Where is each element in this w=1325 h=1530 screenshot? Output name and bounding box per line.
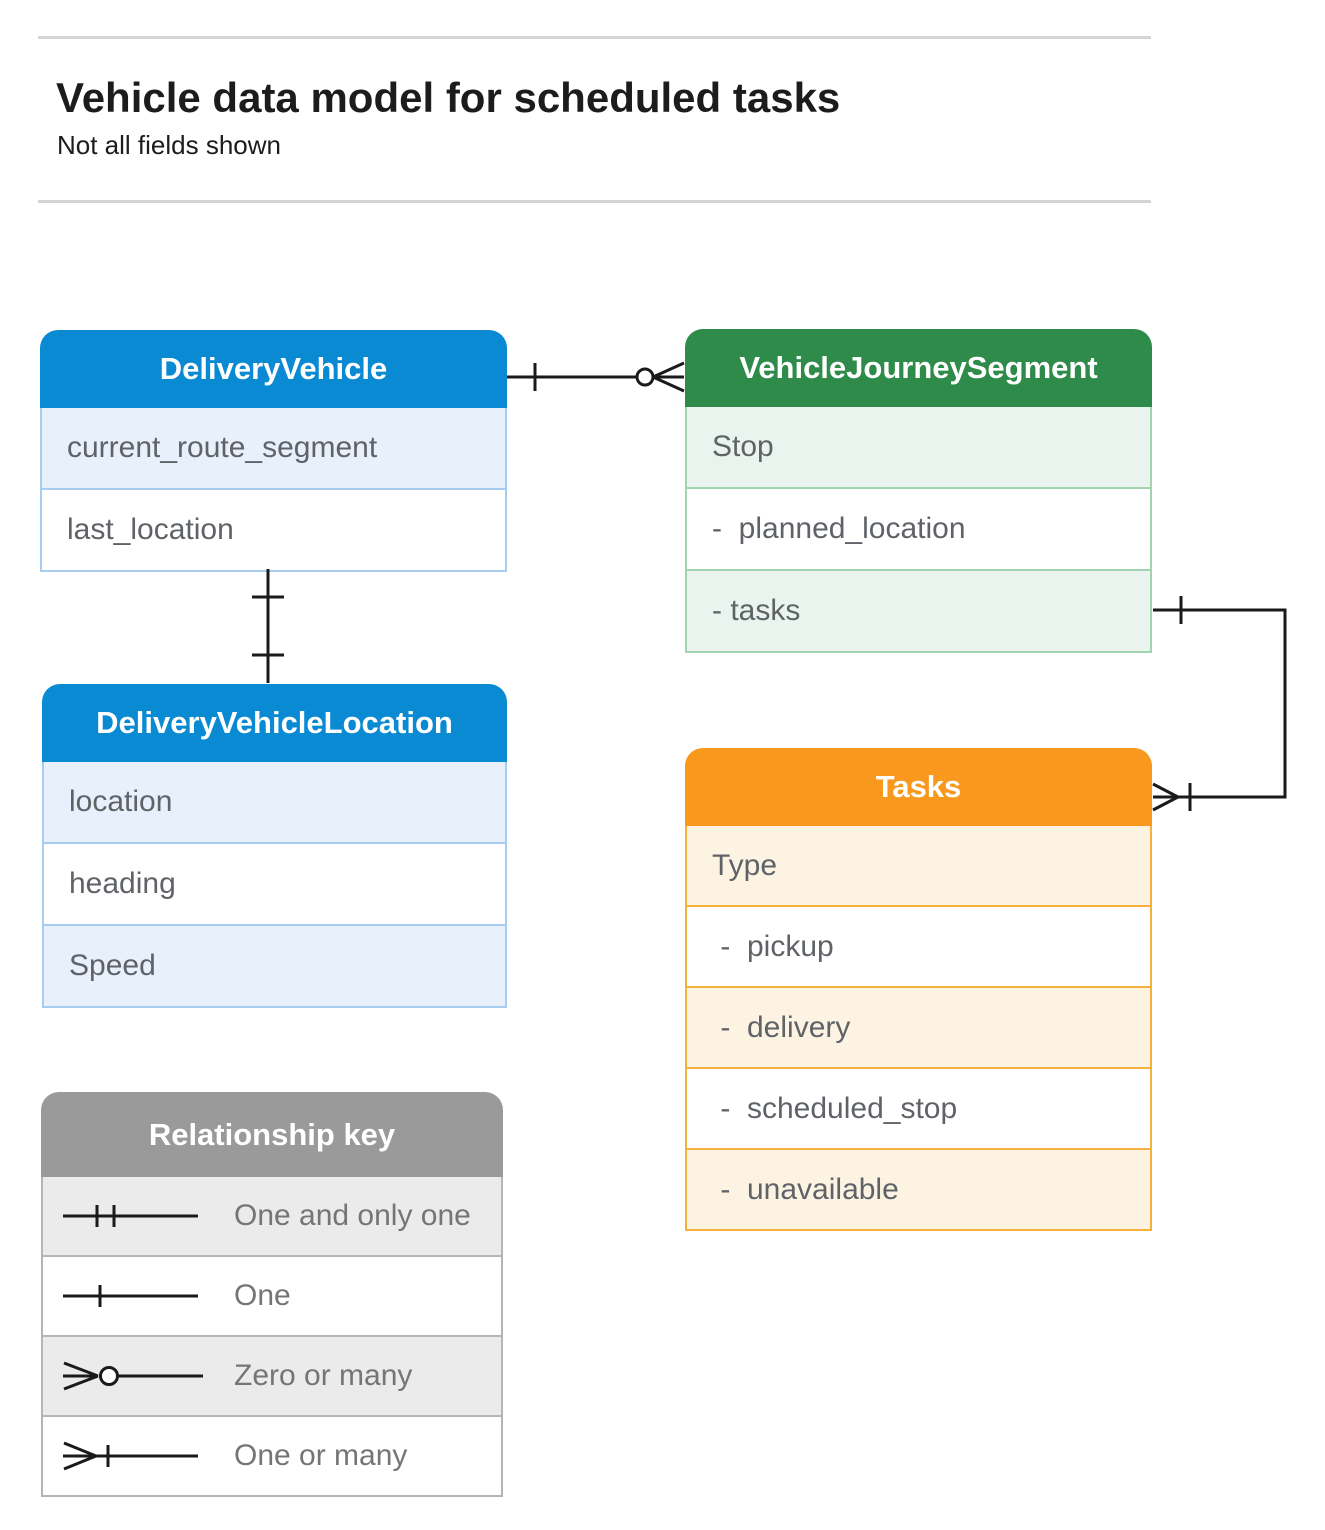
entity-row: - unavailable [687, 1148, 1150, 1229]
legend-label: One [234, 1279, 291, 1312]
entity-row: Speed [44, 924, 505, 1006]
entity-row: - planned_location [687, 487, 1150, 569]
relationship-key-header: Relationship key [41, 1092, 503, 1177]
connector-deliveryvehicle-deliveryvehiclelocation [252, 569, 284, 683]
entity-rows: location heading Speed [42, 762, 507, 1008]
one-and-only-one-icon [63, 1205, 198, 1227]
relationship-key: Relationship key One and only one One [41, 1092, 503, 1497]
entity-header: Tasks [685, 748, 1152, 826]
entity-delivery-vehicle-location: DeliveryVehicleLocation location heading… [42, 684, 507, 1008]
entity-delivery-vehicle: DeliveryVehicle current_route_segment la… [40, 330, 507, 572]
page-title: Vehicle data model for scheduled tasks [56, 74, 841, 121]
legend-label: Zero or many [234, 1359, 413, 1392]
entity-row: Type [687, 826, 1150, 905]
one-or-many-icon [63, 1441, 198, 1471]
entity-tasks: Tasks Type - pickup - delivery - schedul… [685, 748, 1152, 1231]
entity-row: heading [44, 842, 505, 924]
connector-deliveryvehicle-vehiclejourneysegment [507, 361, 685, 393]
entity-header: DeliveryVehicle [40, 330, 507, 408]
entity-rows: Type - pickup - delivery - scheduled_sto… [685, 826, 1152, 1231]
entity-rows: current_route_segment last_location [40, 408, 507, 572]
page-subtitle: Not all fields shown [57, 130, 281, 160]
entity-row: Stop [687, 407, 1150, 487]
zero-or-many-icon [63, 1361, 203, 1391]
relationship-key-rows: One and only one One Zero or many [41, 1177, 503, 1497]
entity-row: location [44, 762, 505, 842]
connector-vehiclejourneysegment-tasks [1152, 596, 1287, 812]
legend-label: One or many [234, 1439, 408, 1472]
top-divider [38, 36, 1151, 39]
title-divider [38, 200, 1151, 203]
entity-vehicle-journey-segment: VehicleJourneySegment Stop - planned_loc… [685, 329, 1152, 653]
legend-label: One and only one [234, 1199, 471, 1232]
legend-item: One or many [43, 1415, 501, 1495]
entity-header: VehicleJourneySegment [685, 329, 1152, 407]
entity-row: current_route_segment [42, 408, 505, 488]
legend-item: One and only one [43, 1177, 501, 1255]
entity-rows: Stop - planned_location - tasks [685, 407, 1152, 653]
entity-row: - delivery [687, 986, 1150, 1067]
entity-row: - scheduled_stop [687, 1067, 1150, 1148]
entity-row: last_location [42, 488, 505, 570]
entity-header: DeliveryVehicleLocation [42, 684, 507, 762]
one-icon [63, 1285, 198, 1307]
legend-item: Zero or many [43, 1335, 501, 1415]
entity-row: - pickup [687, 905, 1150, 986]
entity-row: - tasks [687, 569, 1150, 651]
legend-item: One [43, 1255, 501, 1335]
